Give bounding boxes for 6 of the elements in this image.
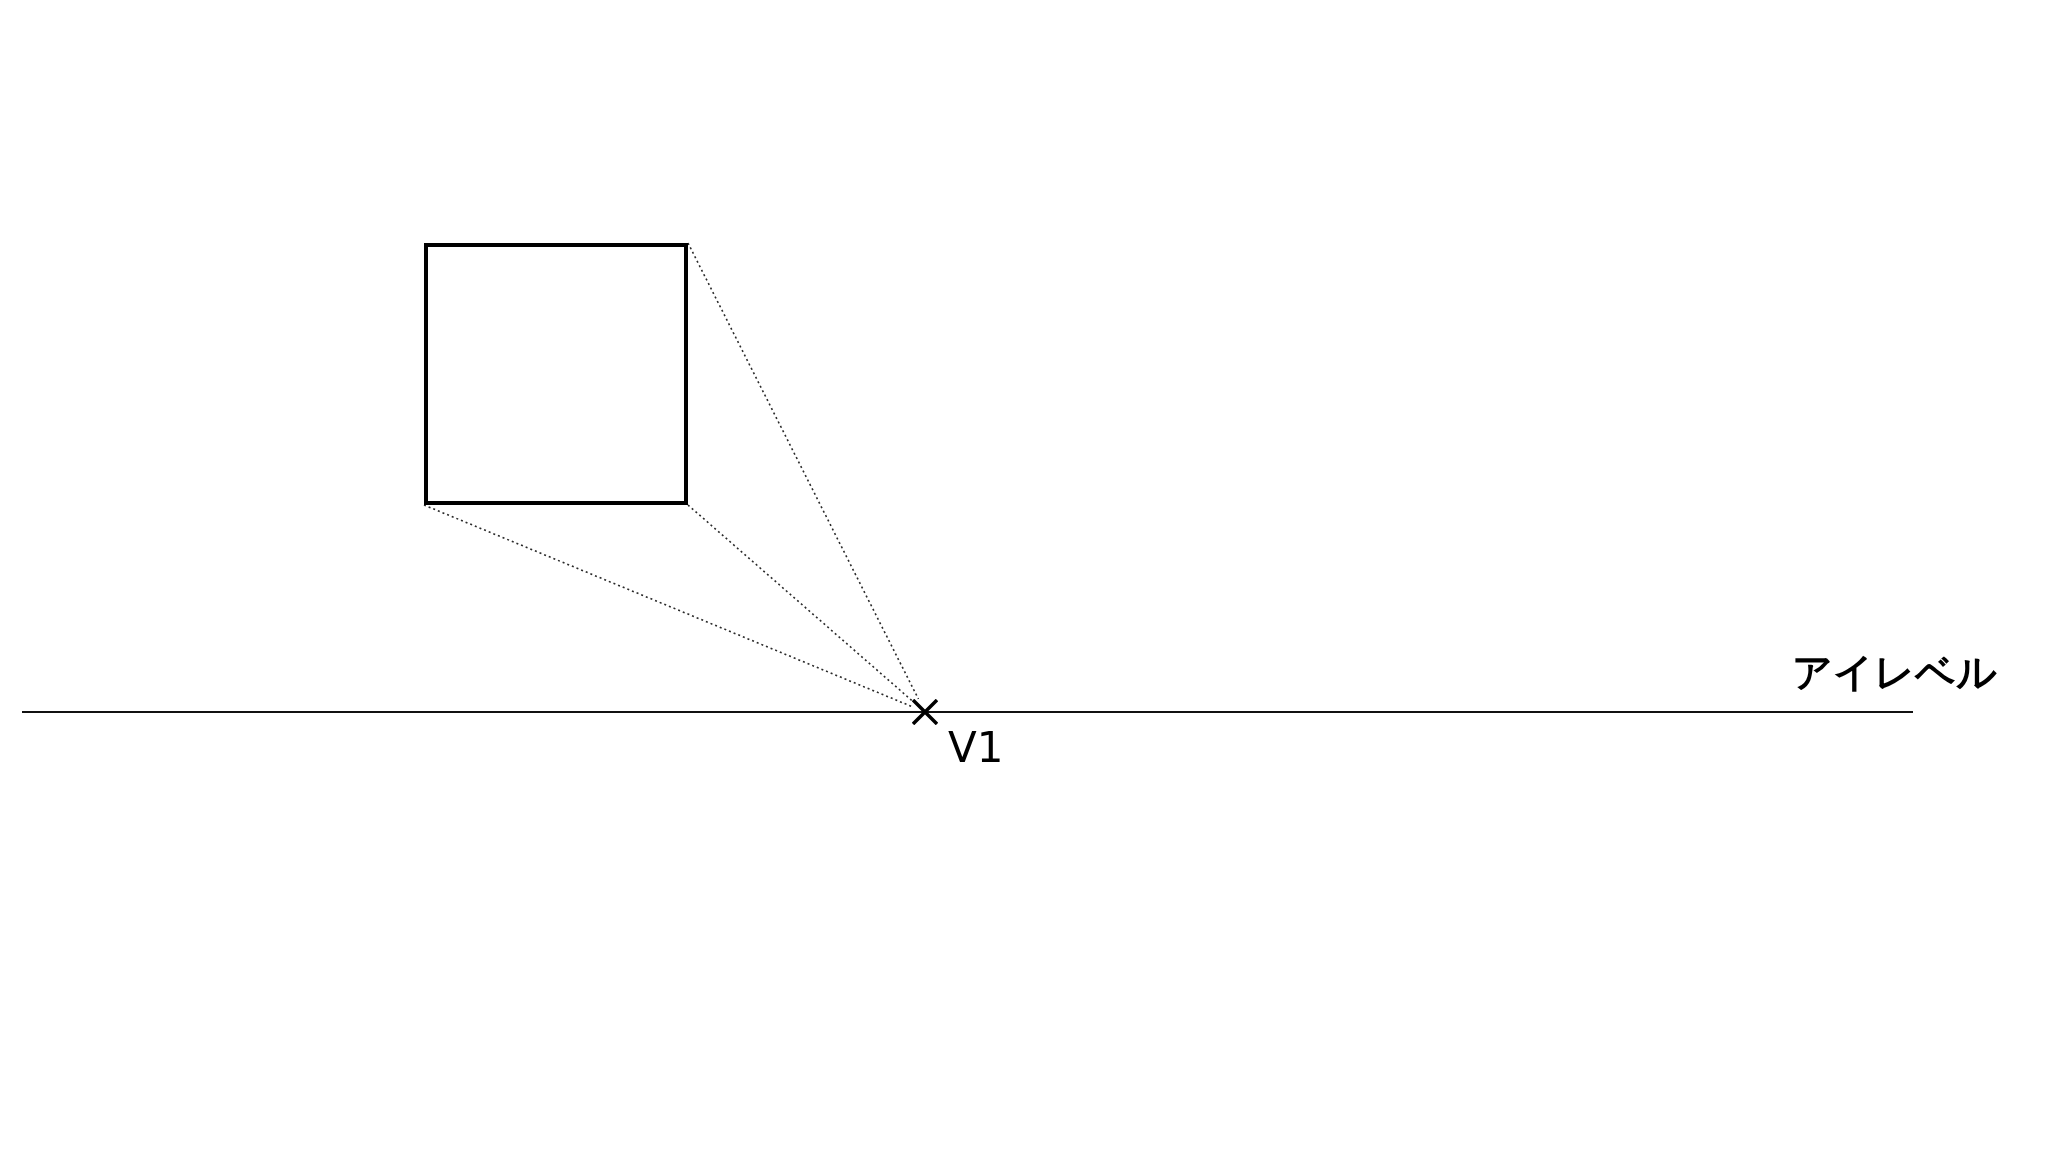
dotted-line — [687, 504, 913, 702]
square-outline — [424, 243, 688, 505]
point-label: V1 — [948, 727, 1004, 769]
eye-level-label: アイレベル — [1792, 652, 1997, 692]
dotted-line — [687, 242, 920, 700]
dotted-line — [423, 504, 913, 708]
